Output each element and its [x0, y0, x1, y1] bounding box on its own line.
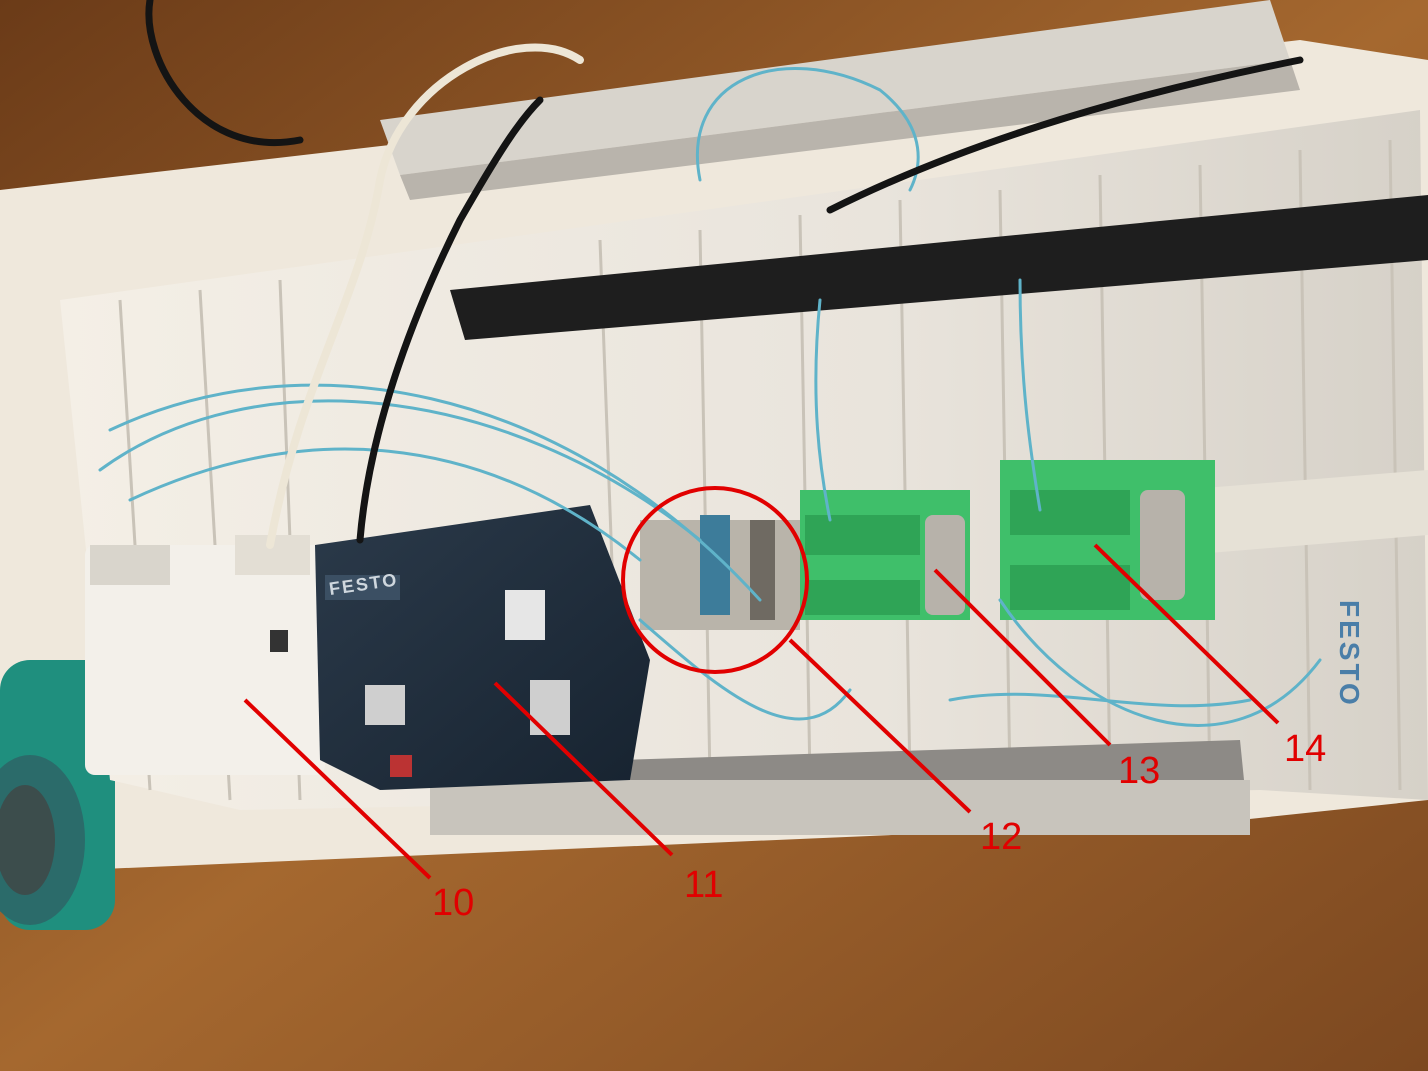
- terminal-strip: [640, 515, 800, 630]
- cables: [98, 67, 1322, 727]
- callout-label-14: 14: [1284, 728, 1327, 770]
- callout-circle-12: [621, 486, 809, 674]
- power-supply-module: [85, 535, 325, 775]
- leader-11: [493, 681, 674, 857]
- black-cables: [145, 0, 1304, 544]
- cable-duct-top: [450, 195, 1428, 340]
- festo-controller: [315, 505, 650, 790]
- io-board-14: [1000, 460, 1215, 620]
- leader-14: [1093, 543, 1280, 725]
- white-cable: [266, 43, 584, 549]
- cable-channel-lower: [430, 780, 1250, 835]
- top-rail: [380, 0, 1290, 175]
- callout-leaders: [243, 543, 1280, 880]
- callout-label-11: 11: [684, 864, 724, 906]
- brand-plate-text: FESTO: [1334, 600, 1365, 708]
- leader-13: [933, 568, 1112, 747]
- callout-label-12: 12: [980, 816, 1023, 858]
- io-board-13: [800, 490, 970, 620]
- leader-12: [788, 638, 972, 814]
- leader-10: [243, 698, 432, 880]
- top-rail-shadow: [400, 60, 1300, 200]
- callout-label-10: 10: [432, 882, 475, 924]
- din-rail: [1180, 470, 1428, 555]
- callout-label-13: 13: [1118, 750, 1161, 792]
